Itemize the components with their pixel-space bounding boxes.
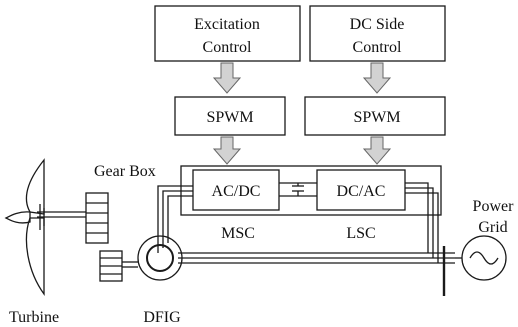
spwm-right-block: SPWM [304, 96, 446, 136]
spwm-right-label: SPWM [353, 109, 400, 126]
gear-box [85, 192, 123, 282]
excitation-control-block: Excitation Control [154, 5, 301, 62]
dc-link-capacitor [279, 182, 317, 197]
turbine-blade-side [4, 211, 31, 224]
rotor-wiring [157, 185, 193, 253]
arrow-dcside-to-spwm [362, 62, 392, 94]
msc-converter-box [192, 169, 280, 211]
turbine-label: Turbine [9, 309, 59, 326]
stator-power-line [178, 246, 455, 296]
power-grid-label-line2: Grid [478, 219, 507, 236]
spwm-left-label: SPWM [206, 109, 253, 126]
spwm-right-box [304, 96, 446, 136]
turbine-shaft [37, 211, 86, 218]
dfig-machine [137, 235, 183, 281]
spwm-left-box [174, 96, 286, 136]
lsc-converter: DC/AC [316, 169, 406, 211]
msc-converter-text: AC/DC [212, 183, 261, 200]
excitation-control-label-line1: Excitation [194, 16, 260, 33]
dfig-stator-circle [137, 235, 183, 281]
ac-sine-icon [469, 251, 499, 265]
gear-box-label: Gear Box [94, 163, 156, 180]
dfig-rotor-circle [146, 244, 174, 272]
excitation-control-box [154, 5, 301, 62]
msc-converter: AC/DC [192, 169, 280, 211]
turbine-blade-bottom [25, 217, 45, 297]
dc-side-control-label-line2: Control [353, 39, 402, 56]
wind-turbine [4, 158, 45, 297]
arrow-excitation-to-spwm [212, 62, 242, 94]
dc-side-control-box [309, 5, 446, 62]
spwm-left-block: SPWM [174, 96, 286, 136]
dc-side-control-label-line1: DC Side [350, 16, 405, 33]
generator-shaft [122, 261, 138, 268]
lsc-converter-text: DC/AC [337, 183, 386, 200]
large-gear [85, 192, 109, 244]
lsc-converter-box [316, 169, 406, 211]
turbine-blade-top [25, 158, 45, 215]
grid-side-wiring [405, 182, 439, 263]
power-grid-source [455, 235, 507, 281]
dc-side-control-block: DC Side Control [309, 5, 446, 62]
power-grid-label-line1: Power [473, 198, 515, 215]
msc-label: MSC [221, 225, 255, 242]
dfig-label: DFIG [143, 309, 181, 326]
arrow-spwm-to-msc [212, 136, 242, 165]
excitation-control-label-line2: Control [203, 39, 252, 56]
arrow-spwm-to-lsc [362, 136, 392, 165]
lsc-label: LSC [346, 225, 375, 242]
